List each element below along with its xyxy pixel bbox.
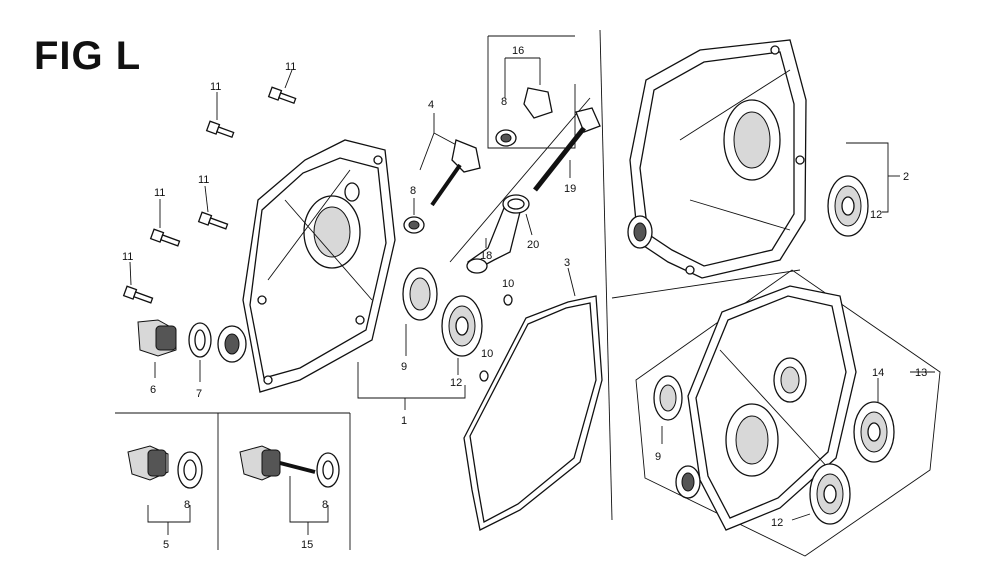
callout-11-e: 11 [122,251,133,263]
callout-11-c: 11 [198,174,209,186]
washer-7 [188,322,212,382]
bolt-11-group [122,69,297,304]
bearing-12-top-right [827,175,869,237]
callout-8-plug-5: 8 [184,499,190,511]
crankcase-cover-left [217,139,396,393]
callout-2: 2 [903,171,909,183]
bearing-12-bottom-right [791,463,851,525]
figure-title: FIG L [34,34,142,78]
callout-6: 6 [150,384,156,396]
bolt-11-e [122,285,154,304]
filler-neck-18 [466,207,521,274]
bolt-11-d [149,228,181,247]
callout-labels: 1 2 3 4 5 6 7 8 8 8 8 9 9 10 10 11 11 11… [122,45,927,551]
bolt-11-a [267,86,297,105]
bearing-14 [853,378,895,463]
callout-11-d: 11 [154,187,165,199]
bearing-12-left [441,295,483,375]
oil-level-gauge-4 [419,113,481,207]
callout-11-b: 11 [210,81,221,93]
oil-seal-9-left [402,267,438,356]
callout-14: 14 [872,367,884,379]
callout-12-bottom-right: 12 [771,517,783,529]
dipstick-19 [449,97,601,263]
callout-3: 3 [564,257,570,269]
gasket-3 [463,267,603,531]
plug-assembly-15 [239,445,340,535]
crankcase-assembly-13 [675,285,857,531]
callout-18: 18 [480,250,492,262]
oil-filler-cap-16 [495,57,553,147]
bracket-2 [846,142,889,213]
callout-12-top-right: 12 [870,209,882,221]
callout-10-lower: 10 [481,348,493,360]
callout-8-filler: 8 [501,96,507,108]
crankcase-right-2 [627,39,807,279]
plug-assembly-5 [127,445,203,535]
callout-13: 13 [915,367,927,379]
callout-19: 19 [564,183,576,195]
dowel-pin-10 [479,294,513,382]
callout-5: 5 [163,539,169,551]
drain-plug-6 [137,319,177,378]
oring-8-center [403,198,425,234]
bracket-1 [357,362,466,399]
callout-1: 1 [401,415,407,427]
callout-9-right: 9 [655,451,661,463]
callout-16: 16 [512,45,524,57]
callout-8-plug-15: 8 [322,499,328,511]
callout-12-left: 12 [450,377,462,389]
callout-11-a: 11 [285,61,296,73]
callout-10-upper: 10 [502,278,514,290]
oring-20 [502,194,533,236]
callout-8-center: 8 [410,185,416,197]
panel-frames [115,29,941,557]
callout-20: 20 [527,239,539,251]
bolt-11-b [205,120,235,139]
callout-4: 4 [428,99,434,111]
callout-9-left: 9 [401,361,407,373]
callout-7: 7 [196,388,202,400]
bolt-11-c [197,211,229,230]
oil-seal-9-right [653,375,683,444]
callout-15: 15 [301,539,313,551]
